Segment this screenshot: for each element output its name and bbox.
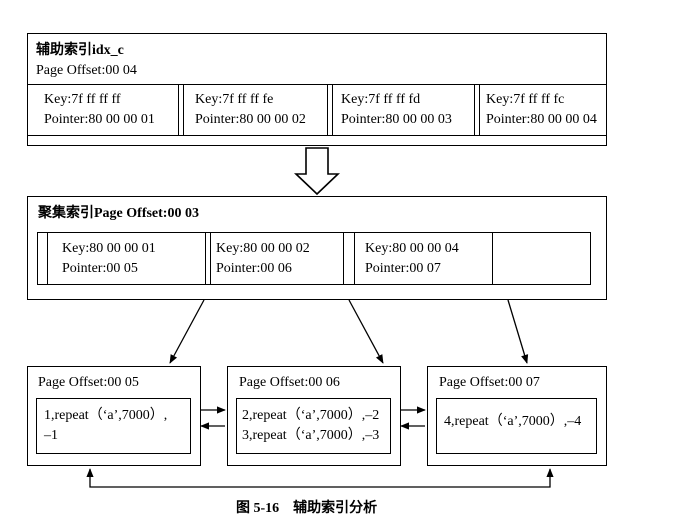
clustered-index-record: Key:80 00 00 02 Pointer:00 06 <box>216 239 310 279</box>
record-pointer: Pointer:80 00 00 01 <box>44 112 155 127</box>
record-separator <box>327 84 329 136</box>
leaf-row: 4,repeat（‘a’,7000）,–4 <box>444 414 582 429</box>
record-separator <box>479 84 481 136</box>
record-key: Key:80 00 00 02 <box>216 241 310 256</box>
record-key: Key:7f ff ff ff <box>44 92 121 107</box>
arrow-to-page-05 <box>169 299 205 364</box>
record-separator <box>343 232 345 285</box>
secondary-index-record: Key:7f ff ff fe Pointer:80 00 00 02 <box>195 90 306 130</box>
record-separator <box>178 84 180 136</box>
leaf-rows: 2,repeat（‘a’,7000）,–2 3,repeat（‘a’,7000）… <box>242 406 379 446</box>
record-key: Key:80 00 00 04 <box>365 241 459 256</box>
record-pointer: Pointer:80 00 00 03 <box>341 112 452 127</box>
clustered-index-record-row <box>37 232 591 285</box>
arrow-to-page-07 <box>507 299 529 364</box>
leaf-row: –1 <box>44 428 58 443</box>
record-pointer: Pointer:00 06 <box>216 261 292 276</box>
record-key: Key:7f ff ff fc <box>486 92 565 107</box>
leaf-row-box <box>436 398 597 454</box>
secondary-index-record: Key:7f ff ff ff Pointer:80 00 00 01 <box>44 90 155 130</box>
record-pointer: Pointer:80 00 00 04 <box>486 112 597 127</box>
record-key: Key:7f ff ff fe <box>195 92 274 107</box>
record-separator <box>47 232 49 285</box>
secondary-index-title: 辅助索引idx_c <box>36 43 124 58</box>
record-key: Key:80 00 00 01 <box>62 241 156 256</box>
secondary-index-record: Key:7f ff ff fd Pointer:80 00 00 03 <box>341 90 452 130</box>
secondary-index-page-offset: Page Offset:00 04 <box>36 63 137 78</box>
record-separator <box>354 232 356 285</box>
leaf-page-offset: Page Offset:00 05 <box>38 375 139 390</box>
leaf-row: 1,repeat（‘a’,7000）, <box>44 408 168 423</box>
leaf-row: 2,repeat（‘a’,7000）,–2 <box>242 408 380 423</box>
leaf-page-offset: Page Offset:00 06 <box>239 375 340 390</box>
leaf-row: 3,repeat（‘a’,7000）,–3 <box>242 428 380 443</box>
bottom-loop-connector <box>86 468 554 488</box>
record-pointer: Pointer:80 00 00 02 <box>195 112 306 127</box>
hollow-down-arrow <box>294 147 340 196</box>
secondary-index-record-row <box>27 84 607 136</box>
leaf-row-box <box>36 398 191 454</box>
secondary-index-record: Key:7f ff ff fc Pointer:80 00 00 04 <box>486 90 597 130</box>
figure-caption: 图 5-16 辅助索引分析 <box>236 501 378 516</box>
leaf-row-box <box>236 398 391 454</box>
record-separator <box>474 84 476 136</box>
record-separator <box>492 232 494 285</box>
record-key: Key:7f ff ff fd <box>341 92 421 107</box>
leaf-page-offset: Page Offset:00 07 <box>439 375 540 390</box>
leaf-rows: 4,repeat（‘a’,7000）,–4 <box>444 412 581 432</box>
arrow-to-page-06 <box>348 299 384 364</box>
record-separator <box>205 232 207 285</box>
record-separator <box>183 84 185 136</box>
leaf-rows: 1,repeat（‘a’,7000）, –1 <box>44 406 167 446</box>
record-pointer: Pointer:00 07 <box>365 261 441 276</box>
record-pointer: Pointer:00 05 <box>62 261 138 276</box>
clustered-index-title: 聚集索引Page Offset:00 03 <box>38 206 199 221</box>
record-separator <box>332 84 334 136</box>
clustered-index-record: Key:80 00 00 04 Pointer:00 07 <box>365 239 459 279</box>
clustered-index-record: Key:80 00 00 01 Pointer:00 05 <box>62 239 156 279</box>
record-separator <box>210 232 212 285</box>
